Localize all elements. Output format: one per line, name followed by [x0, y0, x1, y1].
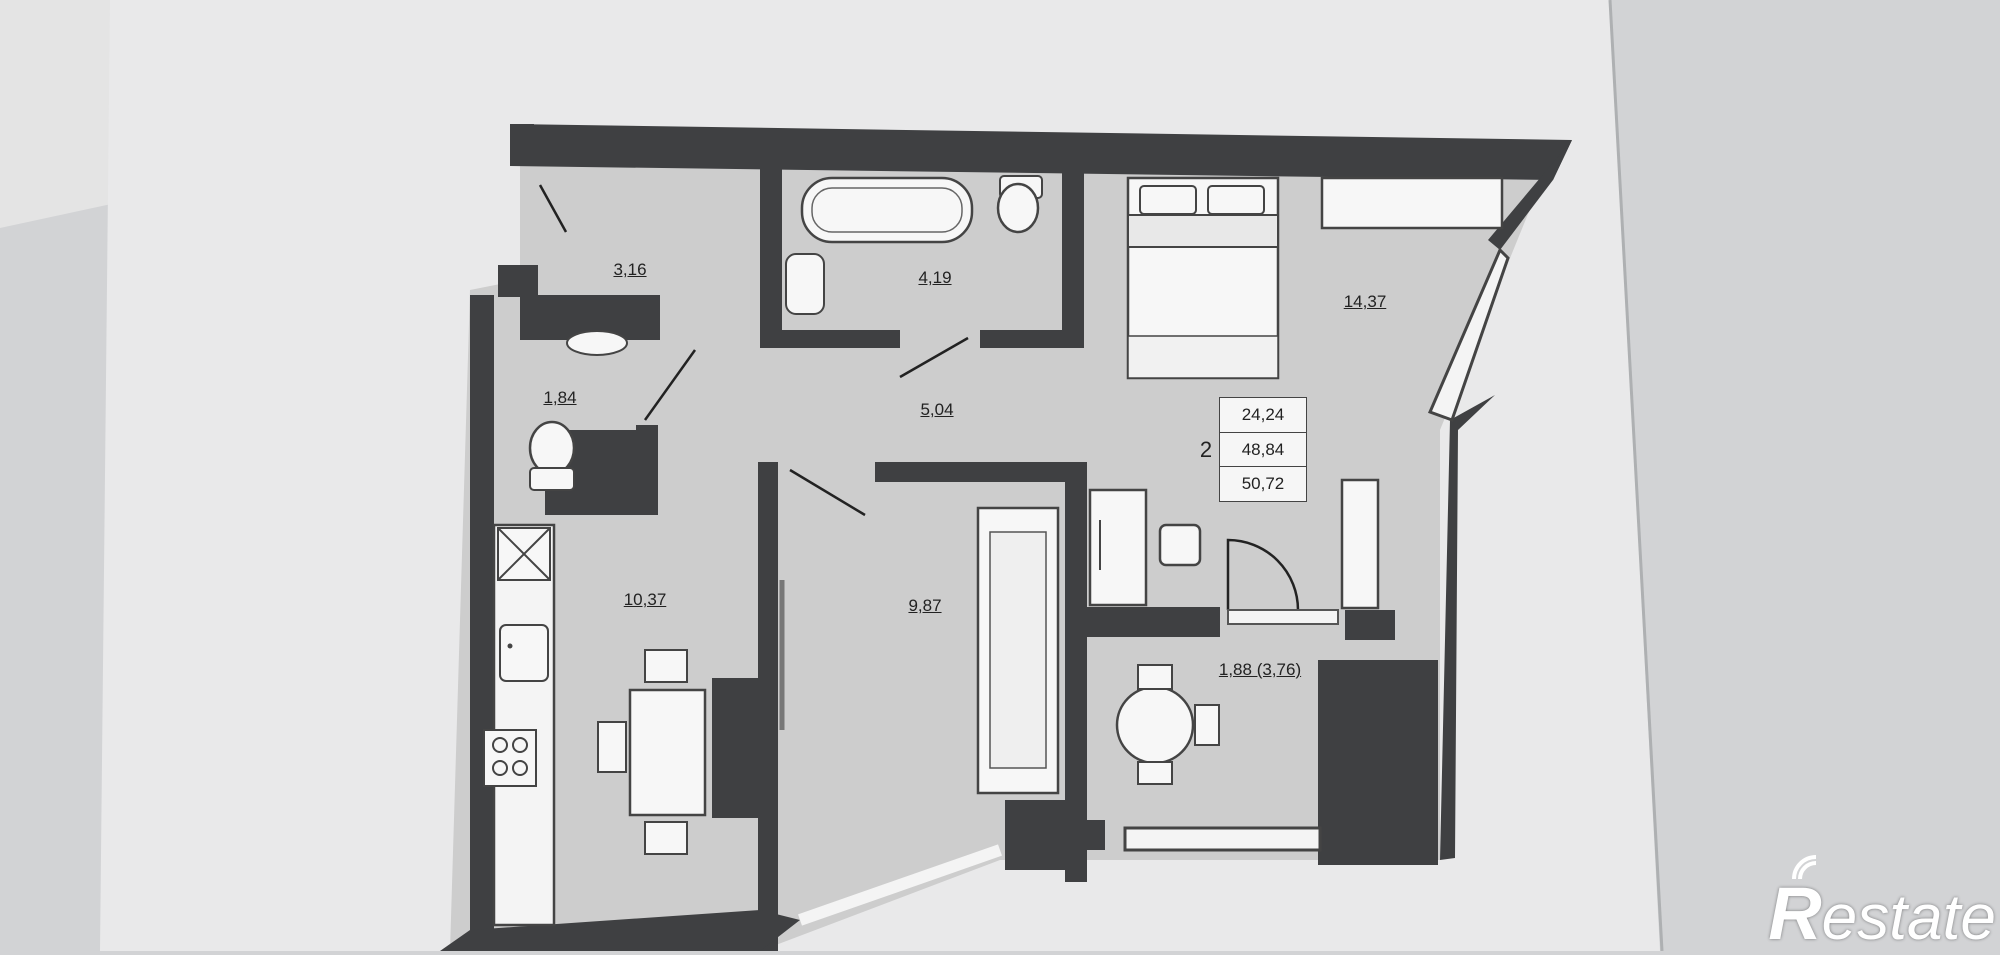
room-label-kitchen: 10,37 [623, 590, 667, 609]
sink-icon [566, 330, 628, 356]
wardrobe-icon [1320, 176, 1504, 230]
paper-edge [1608, 0, 1664, 951]
rooms-count: 2 [1199, 436, 1213, 462]
room-label-corridor: 5,04 [920, 400, 954, 419]
kitchen-sink-icon [499, 624, 549, 682]
restate-watermark: R estate [1768, 877, 1996, 951]
walls [440, 124, 1572, 951]
bathroom-door [899, 336, 969, 379]
wc-icon [528, 420, 576, 476]
bathtub-icon [800, 176, 974, 244]
dining-table-icon [628, 688, 707, 817]
cabinet-icon [1088, 488, 1148, 607]
paper-corner [0, 0, 130, 228]
watermark-text: estate [1821, 881, 1996, 953]
total-area-with-balcony: 50,72 [1220, 466, 1306, 501]
balcony-door [1226, 538, 1300, 611]
entry-door [538, 184, 568, 233]
stove-icon [483, 729, 537, 787]
area-summary: 2 24,24 48,84 50,72 [1193, 397, 1307, 502]
bedroom-window [1427, 247, 1510, 422]
toilet-door [643, 349, 697, 421]
balcony-window [1123, 826, 1322, 852]
room-label-bedroom: 14,37 [1343, 292, 1387, 311]
washbasin-icon [785, 253, 825, 315]
pouf-icon [1158, 523, 1202, 567]
toilet-bowl-icon [996, 182, 1040, 234]
room-label-living: 9,87 [908, 596, 942, 615]
living-door [789, 468, 866, 517]
kitchen-counter [492, 523, 556, 927]
room-label-balcony: 1,88 (3,76) [1218, 660, 1302, 679]
room-label-toilet: 1,84 [543, 388, 577, 407]
area-values: 24,24 48,84 50,72 [1219, 397, 1307, 502]
living-window [798, 844, 1002, 926]
living-area: 24,24 [1241, 404, 1285, 424]
balcony-threshold [1227, 609, 1339, 625]
watermark-first-letter: R [1768, 872, 1822, 955]
shoe-rack-icon [1340, 478, 1380, 610]
total-area: 48,84 [1220, 431, 1306, 467]
room-label-bathroom: 4,19 [918, 268, 952, 287]
signal-icon [1792, 855, 1817, 880]
round-table-icon [1115, 685, 1195, 765]
room-label-hall: 3,16 [613, 260, 647, 279]
